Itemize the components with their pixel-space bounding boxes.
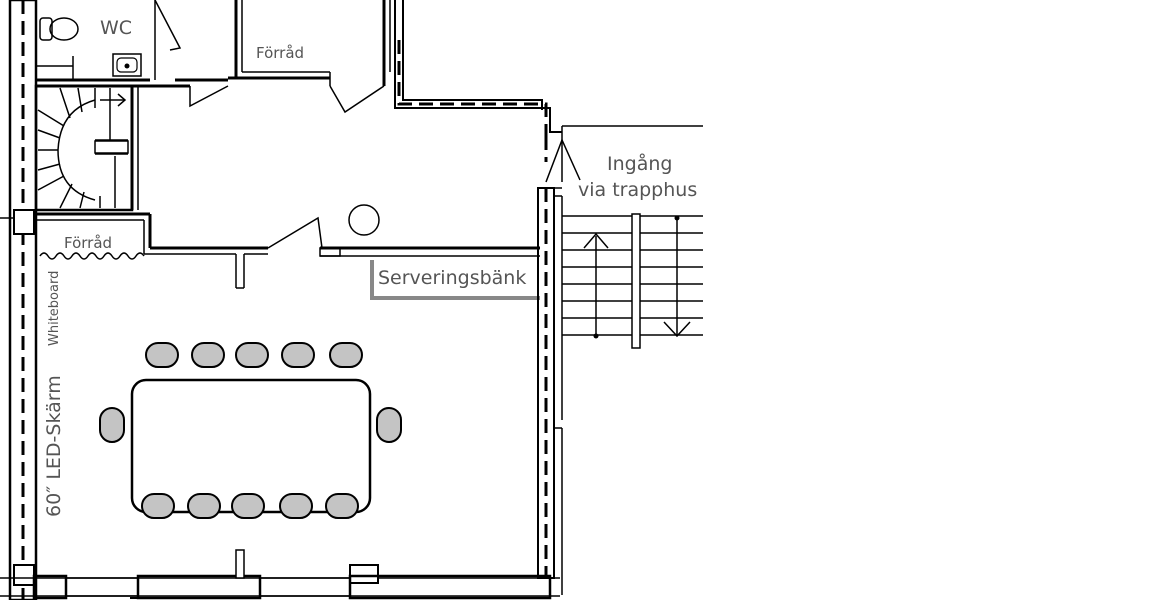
conference-table-group [99,342,402,519]
wc-door [154,0,182,51]
internal-staircase [34,84,139,212]
chair [191,342,225,368]
chair [99,407,125,443]
bottom-exterior-wall [0,549,560,600]
toilet-icon [39,17,79,41]
chair [187,493,221,519]
chair [145,342,179,368]
left-exterior-wall [0,0,38,600]
chair [325,493,359,519]
storage-door-2 [329,85,385,114]
stairwell [562,213,703,349]
serving-counter: Serveringsbänk [370,260,540,300]
chairs-top [145,342,363,368]
storage-top-label: Förråd [256,44,304,62]
conference-table [130,378,372,514]
entrance-door [545,138,581,183]
storage-door-1 [189,85,229,108]
wc-label: WC [100,17,132,39]
wc-room: WC [36,0,182,88]
chair [235,342,269,368]
led-screen-label: 60″ LED-Skärm [43,375,65,517]
chair [376,407,402,443]
entrance-line1: Ingång [607,152,672,175]
chair [141,493,175,519]
whiteboard-label: Whiteboard [47,271,62,346]
chair [231,493,265,519]
chair [329,342,363,368]
entrance-label: Ingång via trapphus [578,152,697,201]
storage-left-label: Förråd [64,234,112,252]
upper-exterior-wall [394,0,703,182]
entrance-line2: via trapphus [578,179,697,201]
meeting-room-door [267,216,323,249]
chair [281,342,315,368]
storage-left-room: Förråd [36,204,540,289]
storage-top-room: Förråd [175,0,391,114]
right-exterior-wall [537,136,581,595]
column-icon [348,204,380,236]
sink-icon [112,53,142,77]
serving-counter-label: Serveringsbänk [378,267,526,289]
chairs-bottom [141,493,359,519]
chair [279,493,313,519]
